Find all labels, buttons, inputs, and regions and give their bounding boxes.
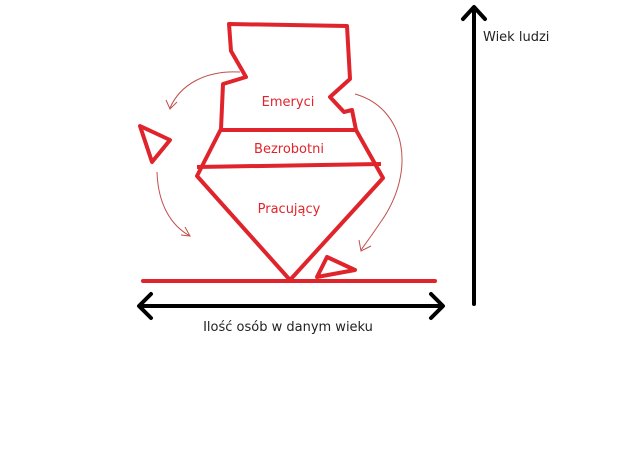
vertical-axis-label: Wiek ludzi xyxy=(483,30,549,45)
horizontal-axis-left-arrowhead xyxy=(137,292,153,320)
horizontal-axis-label: Ilość osób w danym wieku xyxy=(203,320,373,335)
layer-divider-bottom xyxy=(196,162,382,169)
vertical-axis-arrowhead xyxy=(461,5,487,21)
cycle-arrow-top-left xyxy=(169,71,241,109)
triangle-marker-left xyxy=(138,124,172,164)
cycle-arrow-right-head xyxy=(358,239,372,252)
population-shape-outline xyxy=(195,22,385,282)
cycle-arrow-left-head xyxy=(180,226,191,237)
cycle-arrow-left xyxy=(156,171,191,237)
cycle-arrow-top-left-head xyxy=(165,99,178,110)
layer-label-emeryci: Emeryci xyxy=(262,95,315,110)
layer-label-bezrobotni: Bezrobotni xyxy=(254,142,324,157)
triangle-marker-bottom xyxy=(315,255,357,279)
cycle-arrow-right xyxy=(354,93,403,251)
horizontal-axis-right-arrowhead xyxy=(429,292,445,320)
layer-label-pracujacy: Pracujący xyxy=(258,202,321,217)
